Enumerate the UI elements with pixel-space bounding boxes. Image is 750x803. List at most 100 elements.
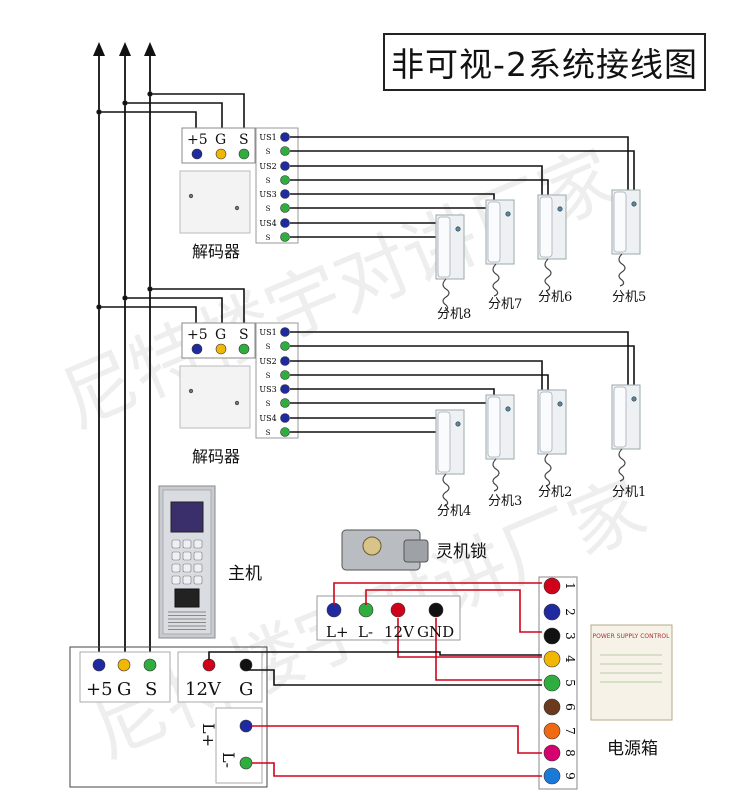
- power-terminal-5: [543, 674, 561, 692]
- decoder1-terminal-plus5: [191, 148, 203, 160]
- decoder2-screw-1: [188, 388, 194, 394]
- decoder2-port-label-6: US4: [259, 414, 276, 423]
- host-power-g: G: [239, 679, 254, 700]
- host-key-1-0: [171, 551, 181, 561]
- decoder1-port-0: [280, 132, 290, 142]
- power-terminal-8: [543, 744, 561, 762]
- wire-host-lminus-to-t9: [252, 762, 542, 777]
- ext-label-2: 分机2: [538, 485, 573, 500]
- host-key-2-1: [182, 563, 192, 573]
- decoder2-screw-2: [234, 400, 240, 406]
- decoder1-ext-5-cord: [618, 253, 626, 287]
- host-key-1-2: [193, 551, 203, 561]
- decoder1-port-4: [280, 189, 290, 199]
- bus-arrow-0: [93, 42, 105, 56]
- decoder2-port-label-4: US3: [259, 385, 276, 394]
- decoder1-pair3-wire-a: [290, 216, 446, 224]
- host-card-reader: [174, 588, 200, 608]
- decoder2-ext-7-handset: [487, 396, 501, 458]
- host-terminal-plus5: [92, 658, 106, 672]
- host-bus-s: S: [145, 679, 158, 700]
- lock-device-bolt: [403, 539, 429, 563]
- decoder1-junction-s: [147, 91, 153, 97]
- ext-label-6: 分机6: [538, 290, 573, 305]
- decoder2-ext-6-cord: [544, 453, 552, 487]
- decoder1-ext-6-cord: [544, 258, 552, 292]
- decoder2-port-1: [280, 341, 290, 351]
- decoder1-ext-8-button: [455, 226, 461, 232]
- decoder-label-2: 解码器: [192, 447, 241, 466]
- host-label: 主机: [228, 564, 262, 584]
- power-terminal-label-1: 1: [563, 582, 577, 590]
- power-terminal-label-4: 4: [563, 655, 577, 663]
- decoder1-ext-7-button: [505, 211, 511, 217]
- lock-device-cylinder: [362, 536, 382, 556]
- bus-label-plus5-mid: +5: [187, 327, 208, 343]
- lock-terminal-lplus: L+: [326, 623, 349, 641]
- decoder1-wire-s: [150, 93, 245, 143]
- lock-terminal-12v-dot: [390, 602, 406, 618]
- decoder2-body: [179, 365, 251, 429]
- decoder2-wire-plus5: [99, 306, 197, 338]
- host-key-1-1: [182, 551, 192, 561]
- host-lock-lminus: L-: [219, 752, 238, 769]
- power-terminal-2: [543, 603, 561, 621]
- decoder2-port-label-7: S: [266, 429, 271, 437]
- decoder1-ext-7-handset: [487, 201, 501, 263]
- lock-terminal-lminus-dot: [358, 602, 374, 618]
- wire-host-12v-to-t4: [208, 651, 542, 660]
- wire-host-lplus-to-t8: [252, 725, 542, 754]
- decoder2-junction-plus5: [96, 304, 102, 310]
- decoder1-pair0-wire-b: [290, 150, 635, 190]
- decoder1-screw-2: [234, 205, 240, 211]
- decoder2-pair1-wire-a: [290, 360, 543, 392]
- decoder2-port-label-1: S: [266, 343, 271, 351]
- host-lock-lplus: L+: [199, 723, 218, 748]
- host-key-0-0: [171, 539, 181, 549]
- bus-label-plus5-top: +5: [187, 132, 208, 148]
- decoder-label-1: 解码器: [192, 242, 241, 261]
- decoder2-pair1-wire-b: [290, 374, 549, 392]
- host-key-3-0: [171, 575, 181, 585]
- decoder2-ext-8-button: [455, 421, 461, 427]
- bus-label-s-mid: S: [239, 327, 249, 343]
- power-terminal-6: [543, 698, 561, 716]
- host-key-0-1: [182, 539, 192, 549]
- lock-terminal-lplus-dot: [326, 602, 342, 618]
- host-bus-plus5: +5: [86, 679, 113, 700]
- decoder1-port-5: [280, 203, 290, 213]
- host-terminal-s: [143, 658, 157, 672]
- decoder2-port-2: [280, 356, 290, 366]
- ext-label-7: 分机7: [488, 297, 523, 312]
- bus-arrow-1: [119, 42, 131, 56]
- decoder1-ext-5-button: [631, 201, 637, 207]
- decoder2-pair2-wire-a: [290, 388, 495, 398]
- decoder2-pair2-wire-b: [290, 398, 501, 404]
- ext-label-4: 分机4: [437, 504, 472, 519]
- host-power-12v: 12V: [185, 679, 221, 700]
- power-box-label: 电源箱: [607, 739, 658, 759]
- decoder2-terminal-s: [238, 343, 250, 355]
- decoder1-ext-7-cord: [492, 263, 500, 297]
- decoder1-ext-6-handset: [539, 196, 553, 258]
- decoder1-ext-5-handset: [613, 191, 627, 253]
- ext-label-8: 分机8: [437, 307, 472, 322]
- decoder1-pair1-wire-a: [290, 165, 543, 197]
- host-terminal-lminus: [239, 756, 253, 770]
- decoder2-port-label-3: S: [266, 372, 271, 380]
- decoder2-ext-5-button: [631, 396, 637, 402]
- host-key-2-0: [171, 563, 181, 573]
- decoder1-ext-8-cord: [442, 278, 450, 312]
- host-bus-g: G: [117, 679, 132, 700]
- decoder1-pair2-wire-a: [290, 193, 495, 203]
- power-terminal-9: [543, 767, 561, 785]
- decoder2-ext-8-handset: [437, 411, 451, 473]
- power-terminal-label-7: 7: [563, 727, 577, 735]
- decoder1-port-6: [280, 218, 290, 228]
- lock-terminal-12v: 12V: [384, 623, 414, 641]
- decoder2-terminal-plus5: [191, 343, 203, 355]
- power-terminal-label-2: 2: [563, 608, 577, 616]
- ext-label-1: 分机1: [612, 485, 647, 500]
